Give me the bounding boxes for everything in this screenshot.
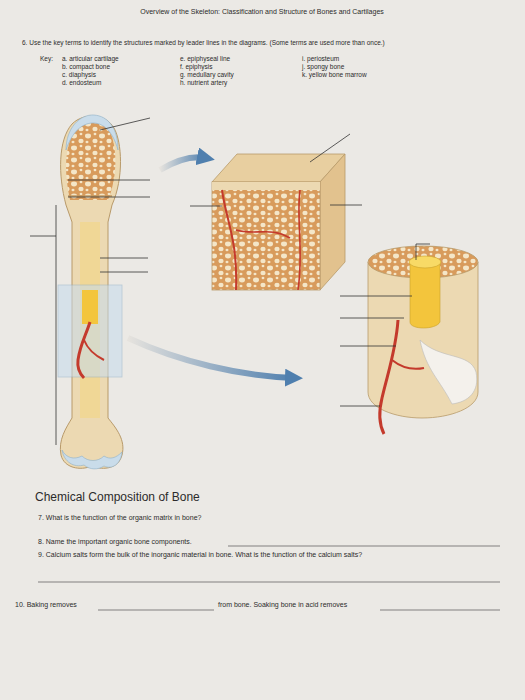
key-term: i. periosteum <box>302 55 339 62</box>
key-term: g. medullary cavity <box>180 71 234 78</box>
key-term: f. epiphysis <box>180 63 213 70</box>
key-term: b. compact bone <box>62 63 110 70</box>
question-text: 7. What is the function of the organic m… <box>38 514 201 522</box>
question-text: 9. Calcium salts form the bulk of the in… <box>38 551 362 559</box>
key-term: a. articular cartilage <box>62 55 119 62</box>
spongy-bone-block <box>212 154 345 290</box>
blue-arrow <box>128 338 294 378</box>
question-text: 10. Baking removes <box>15 601 77 609</box>
key-heading: Key: <box>40 55 53 62</box>
leader-lines <box>340 244 430 406</box>
answer-lines <box>38 546 500 610</box>
running-header: Overview of the Skeleton: Classification… <box>140 8 384 16</box>
key-term: c. diaphysis <box>62 71 96 78</box>
long-bone <box>58 115 123 469</box>
question-text: 6. Use the key terms to identify the str… <box>22 39 385 46</box>
diaphysis-segment <box>368 246 478 434</box>
key-term: e. epiphyseal line <box>180 55 230 62</box>
question-text: 8. Name the important organic bone compo… <box>38 538 192 546</box>
key-term: d. endosteum <box>62 79 101 86</box>
leader-lines <box>30 118 150 445</box>
key-term: h. nutrient artery <box>180 79 227 86</box>
leader-lines <box>190 134 362 206</box>
question-text: from bone. Soaking bone in acid removes <box>218 601 347 609</box>
key-term: j. spongy bone <box>302 63 344 70</box>
section-heading: Chemical Composition of Bone <box>35 491 200 505</box>
blue-arrow <box>160 157 206 170</box>
key-term: k. yellow bone marrow <box>302 71 367 78</box>
